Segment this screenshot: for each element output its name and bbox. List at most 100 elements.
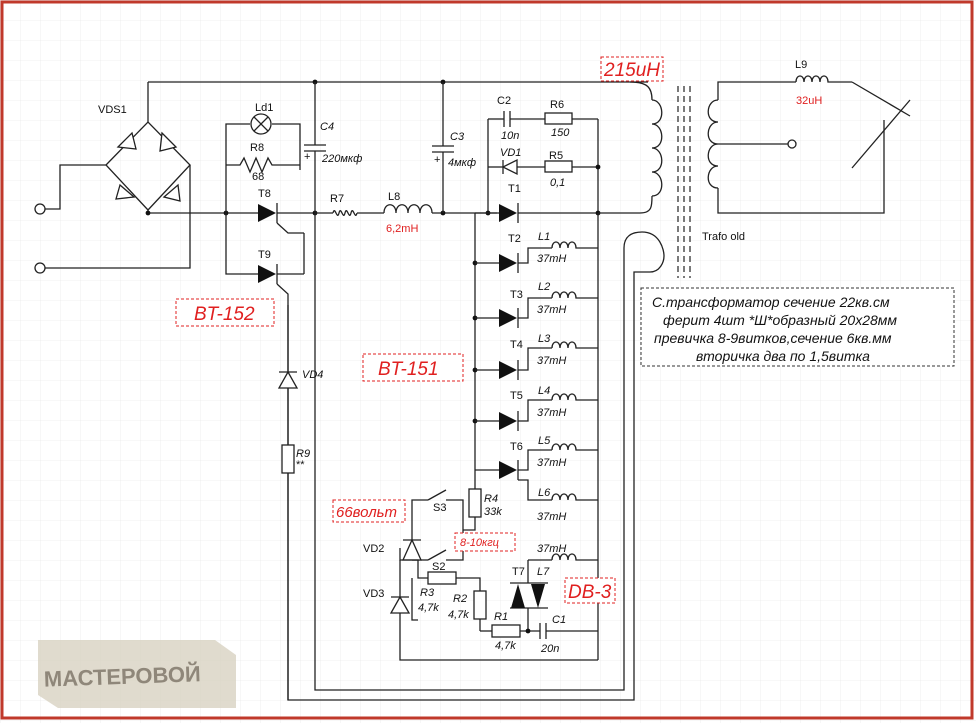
note-line3: превичка 8-9витков,сечение 6кв.мм: [654, 330, 892, 346]
diode-vd1: VD1: [488, 147, 545, 176]
inductor-l6: L6 37mH: [537, 487, 598, 523]
note-line4: вторичка два по 1,5витка: [696, 348, 870, 364]
label-r2: R2: [453, 593, 467, 605]
transformer-note: С.трансформатор сечение 22кв.см ферит 4ш…: [640, 287, 955, 367]
callout-bt152-text: BT-152: [194, 304, 255, 325]
label-l9: L9: [795, 59, 807, 71]
label-t7: T7: [512, 566, 525, 578]
label-r9-mark: **: [296, 459, 305, 471]
lamp-ld1: Ld1: [225, 102, 301, 213]
capacitor-c3: + C3 4мкф: [432, 82, 476, 213]
label-r9: R9: [296, 448, 310, 460]
label-c4-val: 220мкф: [321, 153, 362, 165]
callout-215uh-text: 215uH: [603, 60, 660, 81]
thyristor-t4: T4: [472, 339, 552, 380]
label-t6: T6: [510, 441, 523, 453]
label-t5: T5: [510, 390, 523, 402]
callout-215uh: 215uH: [600, 56, 664, 82]
label-l7-top: 37mH: [537, 543, 566, 555]
note-line1: С.трансформатор сечение 22кв.см: [652, 294, 890, 310]
label-r3-val: 4,7k: [418, 602, 439, 614]
capacitor-c2: C2 10n: [488, 95, 545, 142]
label-t1: T1: [508, 183, 521, 195]
callout-frequency: 8-10кгц: [454, 532, 516, 552]
thyristor-t2: T2: [472, 233, 552, 273]
watermark-logo: МАСТЕРОВОЙ: [38, 640, 236, 708]
resistor-r4: R4 33k: [463, 470, 502, 531]
mains-input: [34, 164, 191, 274]
callout-db3-text: DB-3: [568, 582, 612, 603]
resistor-r3: R3 4,7k: [411, 559, 481, 621]
label-t9: T9: [258, 249, 271, 261]
callout-db3: DB-3: [564, 577, 616, 604]
label-c2: C2: [497, 95, 511, 107]
label-vd4: VD4: [302, 369, 323, 381]
label-c3: C3: [450, 131, 465, 143]
transformer-secondary: [707, 81, 885, 214]
thyristor-t5: T5: [472, 390, 552, 431]
label-r1-val: 4,7k: [495, 640, 516, 652]
label-t2: T2: [508, 233, 521, 245]
resistor-r6: R6 150: [544, 99, 598, 139]
label-l4-val: 37mH: [537, 407, 566, 419]
transformer-primary: [651, 99, 663, 197]
label-lamp: Ld1: [255, 102, 273, 114]
label-l1: L1: [538, 231, 550, 243]
capacitor-c1: C1 20n: [539, 614, 598, 655]
thyristor-t8: T8: [248, 188, 315, 234]
label-c4-plus: +: [304, 151, 310, 163]
label-s3: S3: [433, 502, 446, 514]
diode-vd4: VD4: [277, 305, 323, 445]
label-r5-val: 0,1: [550, 177, 565, 189]
label-r1: R1: [494, 611, 508, 623]
label-r6: R6: [550, 99, 564, 111]
label-r5: R5: [549, 150, 563, 162]
label-l7: L7: [537, 566, 550, 578]
resistor-r1: R1 4,7k: [480, 611, 540, 652]
label-c3-plus: +: [434, 154, 440, 166]
capacitor-c4: + C4 220мкф: [304, 82, 362, 213]
transformer-core: [677, 86, 691, 278]
label-r4: R4: [484, 493, 498, 505]
label-r8: R8: [250, 142, 264, 154]
watermark-text: МАСТЕРОВОЙ: [43, 661, 201, 691]
label-r6-val: 150: [551, 127, 570, 139]
label-r2-val: 4,7k: [448, 609, 469, 621]
thyristor-t6: T6: [475, 441, 552, 501]
callout-bt152: BT-152: [175, 298, 275, 327]
label-l3-val: 37mH: [537, 355, 566, 367]
inductor-l3: L3 37mH: [537, 333, 598, 367]
note-line2: ферит 4шт *Ш*образный 20х28мм: [663, 312, 897, 328]
label-r4-val: 33k: [484, 506, 502, 518]
label-l8-val: 6,2mH: [386, 223, 418, 235]
callout-bt151: BT-151: [362, 353, 464, 382]
label-t8: T8: [258, 188, 271, 200]
callout-66volt: 66вольт: [332, 499, 406, 523]
label-l6: L6: [538, 487, 551, 499]
resistor-r9: R9 **: [281, 444, 310, 700]
callout-frequency-text: 8-10кгц: [460, 537, 499, 549]
inductor-l1: L1 37mH: [537, 231, 598, 265]
label-c1-val: 20n: [540, 643, 559, 655]
label-l8: L8: [388, 191, 400, 203]
callout-bt151-text: BT-151: [378, 359, 439, 380]
bridge-vds1: VDS1: [98, 82, 191, 213]
resistor-r2: R2 4,7k: [448, 590, 487, 631]
inductor-l5: L5 37mH: [537, 435, 598, 469]
label-l6-val: 37mH: [537, 511, 566, 523]
label-vd1: VD1: [500, 147, 521, 159]
label-t3: T3: [510, 289, 523, 301]
label-l9-val: 32uH: [796, 95, 822, 107]
label-r8-val: 68: [252, 171, 264, 183]
thyristor-t3: T3: [472, 289, 552, 328]
label-trafo: Trafo old: [702, 231, 745, 243]
inductor-l9: L9 32uH: [795, 59, 911, 169]
inductor-l4: L4 37mH: [537, 385, 598, 419]
switch-s3: S3: [411, 489, 464, 530]
label-c2-val: 10n: [501, 130, 519, 142]
thyristor-t9: T9: [225, 213, 304, 305]
label-l3: L3: [538, 333, 551, 345]
resistor-r7: R7: [315, 193, 384, 216]
label-l5-val: 37mH: [537, 457, 566, 469]
